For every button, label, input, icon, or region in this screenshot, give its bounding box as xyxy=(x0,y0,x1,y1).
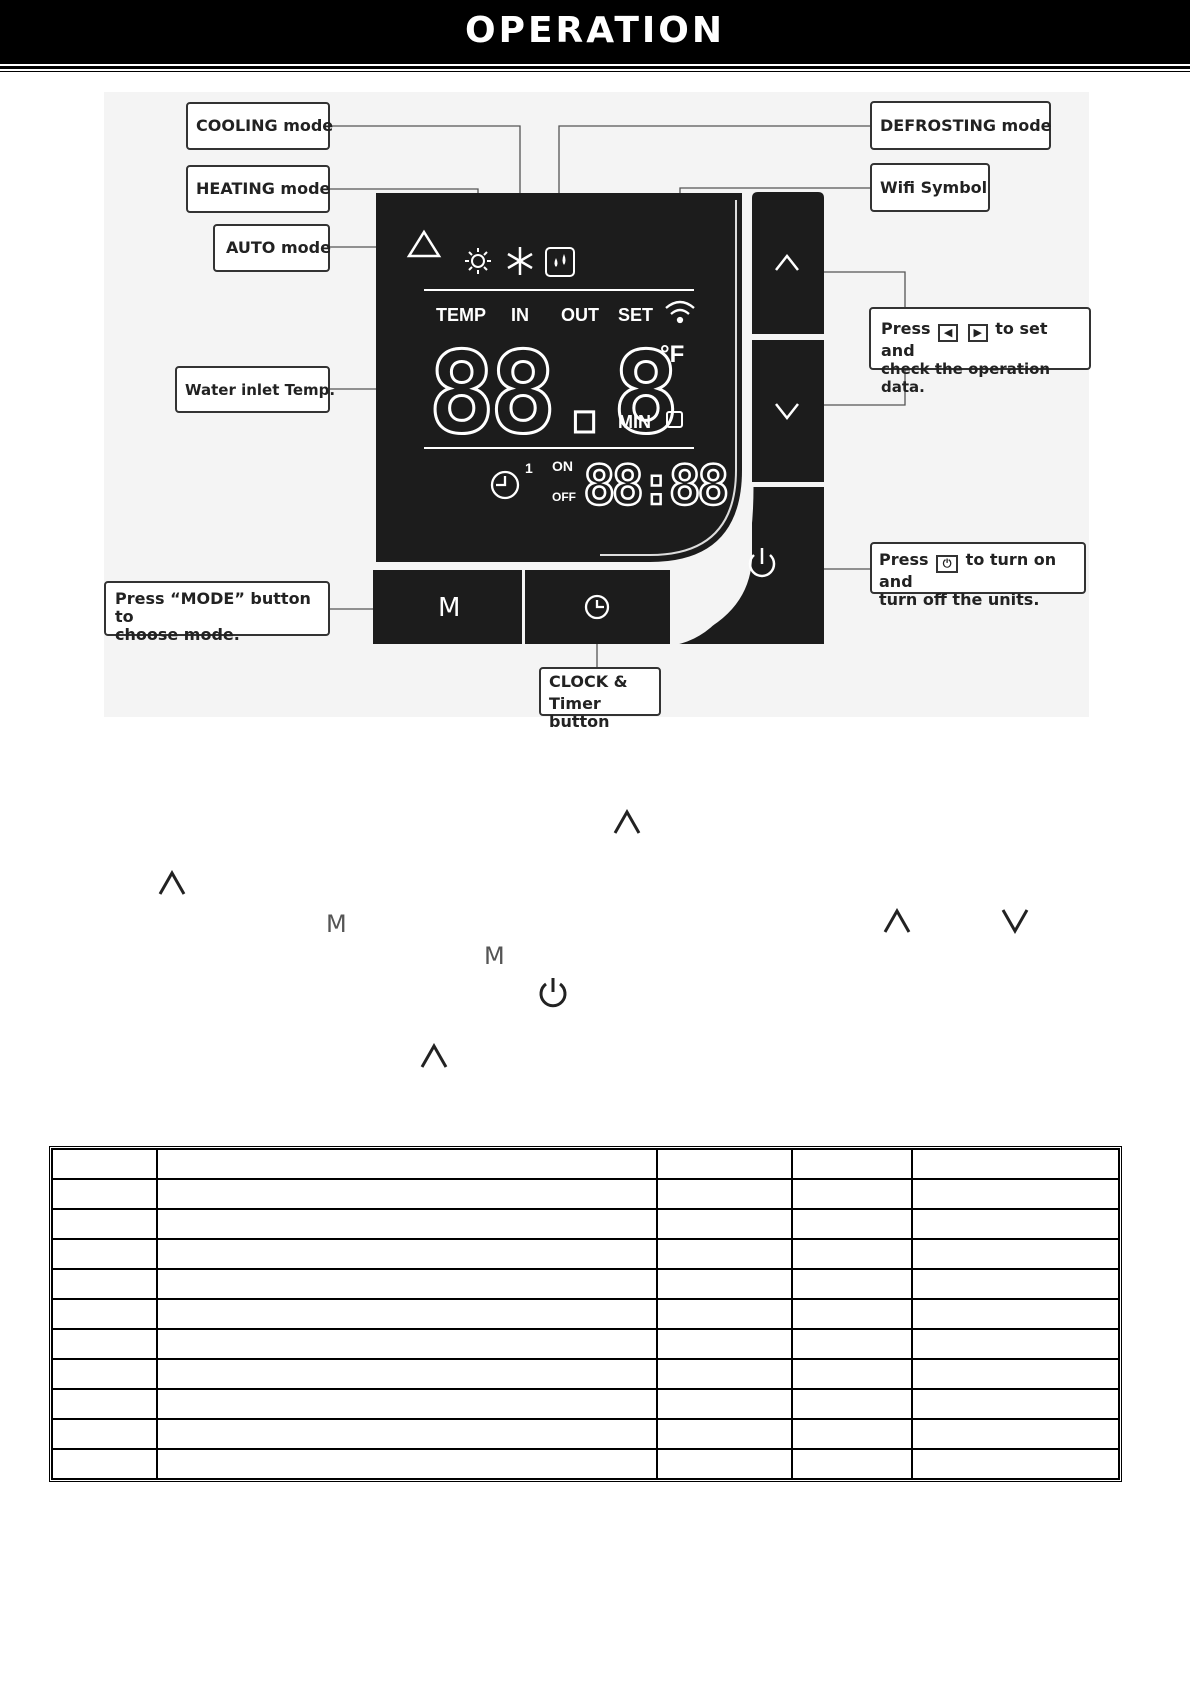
power-small-icon: ⏻ xyxy=(936,555,958,573)
up-arrow-icon xyxy=(157,870,187,896)
table-row xyxy=(52,1239,1119,1269)
mode-button-label: M xyxy=(438,593,460,623)
power-icon xyxy=(537,976,569,1010)
table-row xyxy=(52,1269,1119,1299)
lcd-main-digits: 88.8 xyxy=(428,329,674,459)
callout-power: Press ⏻ to turn on and turn off the unit… xyxy=(870,542,1086,594)
callout-wifi: Wifi Symbol xyxy=(870,163,990,212)
up-button[interactable] xyxy=(752,192,824,334)
table-row xyxy=(52,1329,1119,1359)
down-button[interactable] xyxy=(752,340,824,482)
mode-glyph: M xyxy=(326,910,347,938)
up-arrow-icon xyxy=(882,908,912,934)
mode-glyph: M xyxy=(484,942,505,970)
lcd-clock-digits: 88:88 xyxy=(583,454,727,517)
lcd-min-label: MIN xyxy=(618,412,651,432)
callout-clock: CLOCK & Timer button xyxy=(539,667,661,716)
callout-defrosting: DEFROSTING mode xyxy=(870,101,1051,150)
left-arrow-icon: ◀ xyxy=(938,324,958,342)
lcd-label-temp: TEMP xyxy=(436,305,486,325)
up-arrow-icon xyxy=(419,1043,449,1069)
callout-auto: AUTO mode xyxy=(213,224,330,272)
table-row xyxy=(52,1179,1119,1209)
lcd-label-set: SET xyxy=(618,305,653,325)
table-row xyxy=(52,1449,1119,1479)
callout-clock-line1: CLOCK & xyxy=(549,673,651,691)
callout-power-press: Press xyxy=(879,550,929,569)
right-arrow-icon: ▶ xyxy=(968,324,988,342)
lcd-unit: °F xyxy=(660,341,684,368)
table-row xyxy=(52,1389,1119,1419)
callout-heating: HEATING mode xyxy=(186,165,330,213)
up-arrow-icon xyxy=(612,809,642,835)
callout-water-inlet: Water inlet Temp. xyxy=(175,366,330,413)
lcd-on-label: ON xyxy=(552,458,573,474)
lcd-label-in: IN xyxy=(511,305,529,325)
callout-mode-line2: choose mode. xyxy=(115,626,319,644)
table-row xyxy=(52,1149,1119,1179)
callout-cooling: COOLING mode xyxy=(186,102,330,150)
callout-mode-button: Press “MODE” button to choose mode. xyxy=(104,581,330,636)
table-row xyxy=(52,1299,1119,1329)
parameter-table xyxy=(49,1146,1122,1482)
lcd-label-out: OUT xyxy=(561,305,599,325)
table-row xyxy=(52,1359,1119,1389)
callout-arrows-line2: check the operation data. xyxy=(881,360,1079,396)
table-row xyxy=(52,1419,1119,1449)
callout-clock-line2: Timer button xyxy=(549,695,651,731)
down-arrow-icon xyxy=(1000,908,1030,934)
callout-power-line2: turn off the units. xyxy=(879,591,1077,609)
callout-mode-line1: Press “MODE” button to xyxy=(115,590,319,626)
callout-arrow-keys: Press ◀ ▶ to set and check the operation… xyxy=(869,307,1091,370)
lcd-timer-index: 1 xyxy=(525,460,533,476)
lcd-off-label: OFF xyxy=(552,490,576,504)
callout-arrows-press: Press xyxy=(881,319,931,338)
table-row xyxy=(52,1209,1119,1239)
